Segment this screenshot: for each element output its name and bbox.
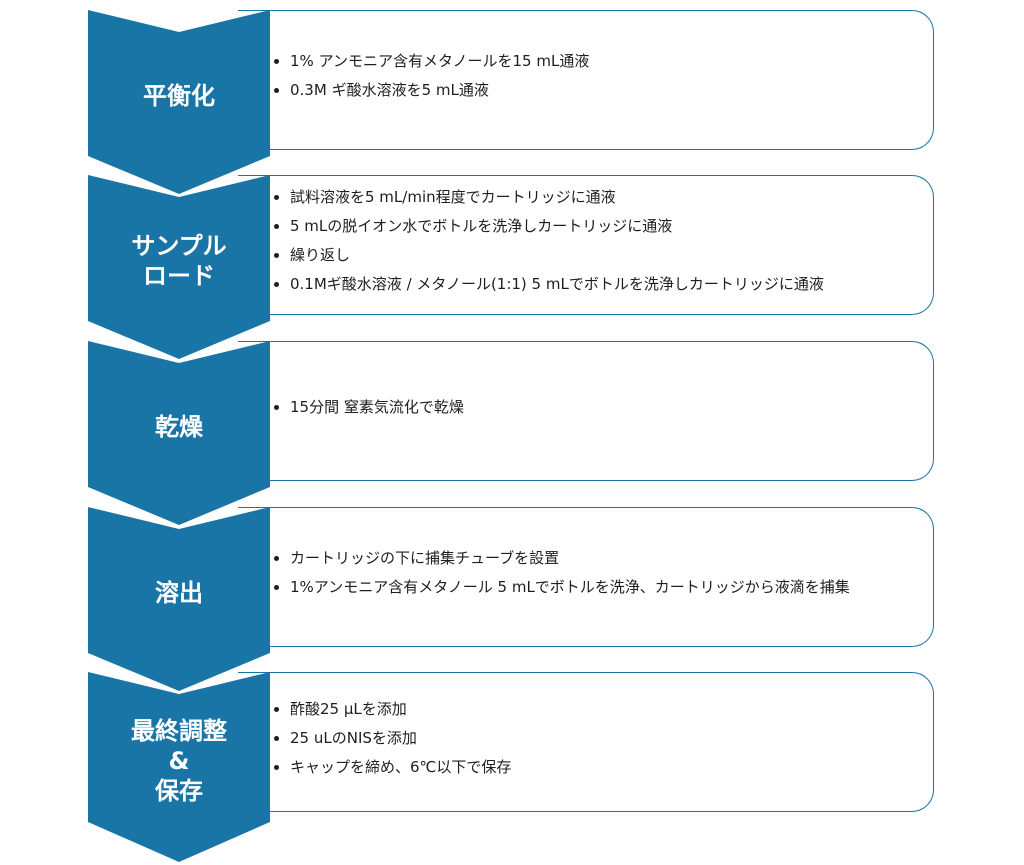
step-item: 0.1Mギ酸水溶液 / メタノール(1:1) 5 mLでボトルを洗浄しカートリッ… <box>274 270 824 299</box>
step-item-list: 1% アンモニア含有メタノールを15 mL通液 0.3M ギ酸水溶液を5 mL通… <box>238 47 589 105</box>
step-chevron: 平衡化 <box>88 10 270 194</box>
step-item-list: 試料溶液を5 mL/min程度でカートリッジに通液 5 mLの脱イオン水でボトル… <box>238 183 824 299</box>
step-item: 1%アンモニア含有メタノール 5 mLでボトルを洗浄、カートリッジから液滴を捕集 <box>274 573 850 602</box>
step-sample-load: 試料溶液を5 mL/min程度でカートリッジに通液 5 mLの脱イオン水でボトル… <box>0 175 1024 359</box>
step-equilibration: 1% アンモニア含有メタノールを15 mL通液 0.3M ギ酸水溶液を5 mL通… <box>0 10 1024 194</box>
step-item: 1% アンモニア含有メタノールを15 mL通液 <box>273 47 589 76</box>
step-drying: 15分間 窒素気流化で乾燥 乾燥 <box>0 341 1024 525</box>
step-title: 乾燥 <box>155 413 203 441</box>
step-item: 繰り返し <box>274 241 824 270</box>
step-details-box: 1% アンモニア含有メタノールを15 mL通液 0.3M ギ酸水溶液を5 mL通… <box>238 10 934 150</box>
step-final-adjust-storage: 酢酸25 μLを添加 25 uLのNISを添加 キャップを締め、6℃以下で保存 … <box>0 672 1024 862</box>
step-details-box: 酢酸25 μLを添加 25 uLのNISを添加 キャップを締め、6℃以下で保存 <box>238 672 934 812</box>
step-item-list: 15分間 窒素気流化で乾燥 <box>238 393 464 422</box>
step-chevron: 溶出 <box>88 507 270 691</box>
step-item-list: 酢酸25 μLを添加 25 uLのNISを添加 キャップを締め、6℃以下で保存 <box>238 695 511 782</box>
step-item: 酢酸25 μLを添加 <box>273 695 511 724</box>
step-item-list: カートリッジの下に捕集チューブを設置 1%アンモニア含有メタノール 5 mLでボ… <box>238 544 850 602</box>
step-title: サンプル ロード <box>131 232 227 290</box>
step-chevron: サンプル ロード <box>88 175 270 359</box>
step-chevron: 乾燥 <box>88 341 270 525</box>
step-chevron: 最終調整 & 保存 <box>88 672 270 862</box>
step-item: キャップを締め、6℃以下で保存 <box>273 753 511 782</box>
step-item: カートリッジの下に捕集チューブを設置 <box>274 544 850 573</box>
step-item: 0.3M ギ酸水溶液を5 mL通液 <box>273 76 589 105</box>
step-title: 溶出 <box>155 579 203 607</box>
step-item: 15分間 窒素気流化で乾燥 <box>274 393 464 422</box>
step-title: 最終調整 & 保存 <box>131 717 227 805</box>
step-item: 5 mLの脱イオン水でボトルを洗浄しカートリッジに通液 <box>274 212 824 241</box>
step-elution: カートリッジの下に捕集チューブを設置 1%アンモニア含有メタノール 5 mLでボ… <box>0 507 1024 691</box>
step-details-box: 試料溶液を5 mL/min程度でカートリッジに通液 5 mLの脱イオン水でボトル… <box>238 175 934 315</box>
step-item: 25 uLのNISを添加 <box>273 724 511 753</box>
step-item: 試料溶液を5 mL/min程度でカートリッジに通液 <box>274 183 824 212</box>
step-details-box: カートリッジの下に捕集チューブを設置 1%アンモニア含有メタノール 5 mLでボ… <box>238 507 934 647</box>
step-details-box: 15分間 窒素気流化で乾燥 <box>238 341 934 481</box>
step-title: 平衡化 <box>143 82 215 110</box>
